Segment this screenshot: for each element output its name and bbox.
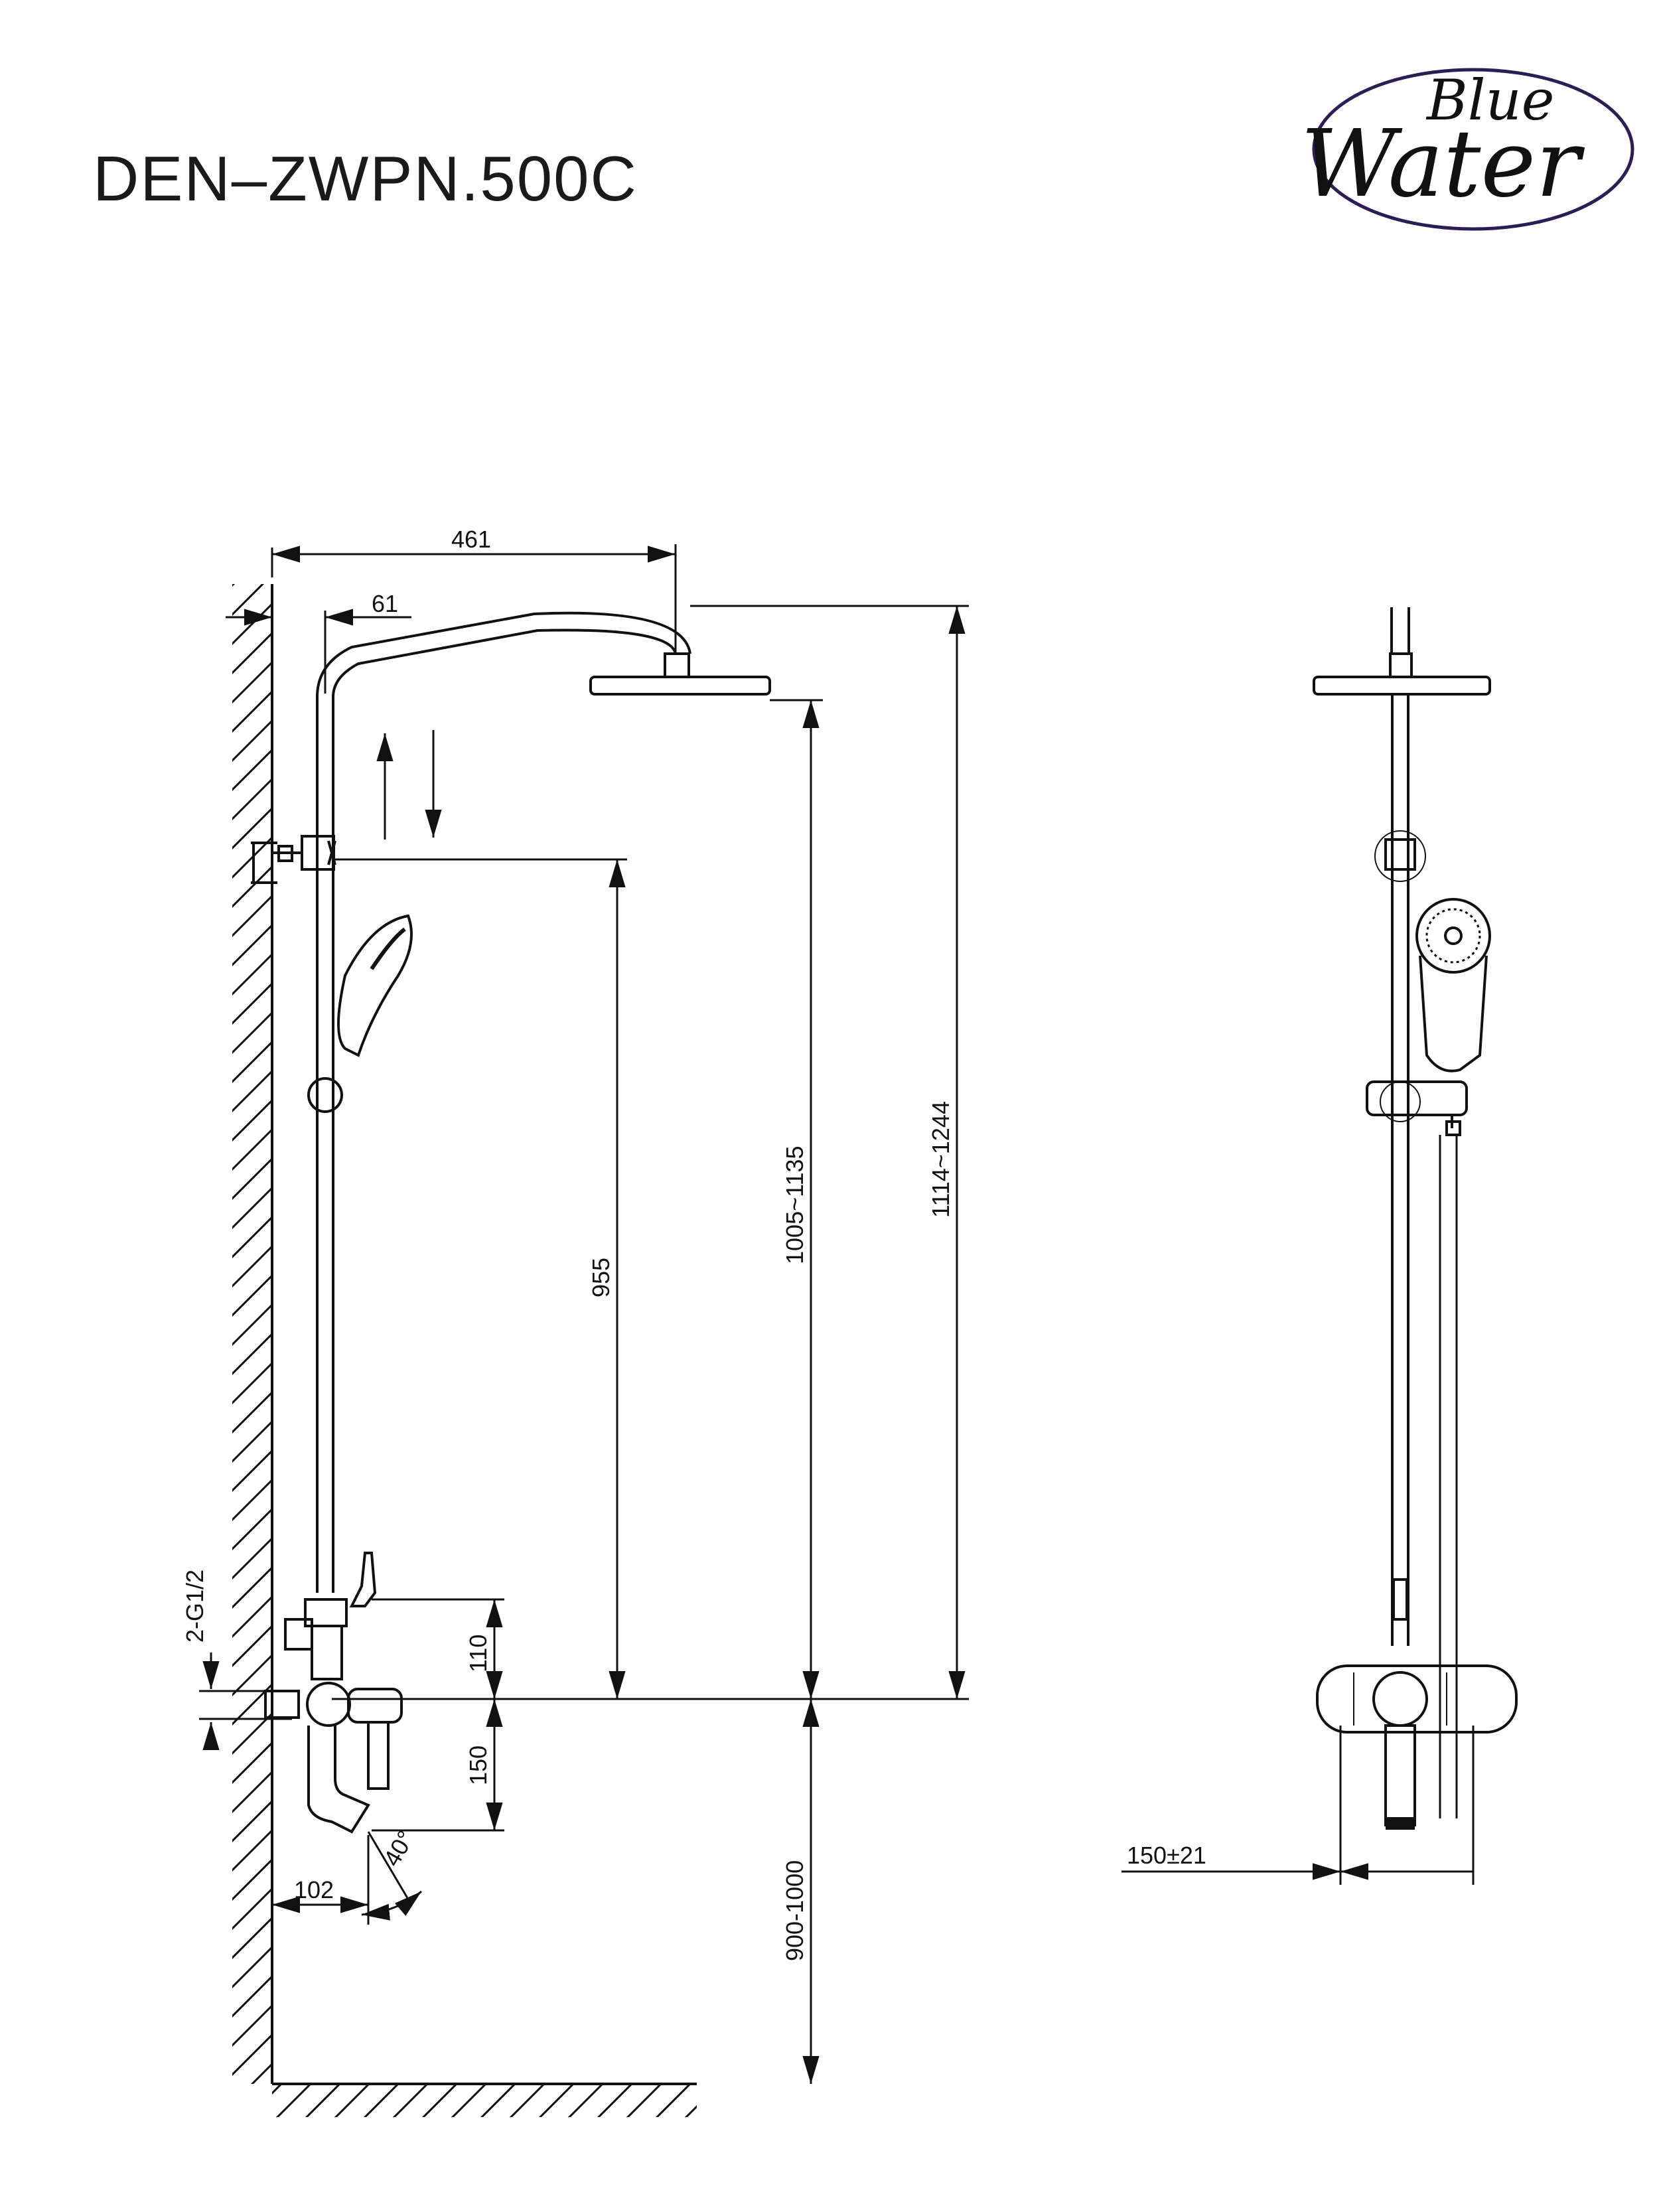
dim-150: 150 xyxy=(465,1745,492,1785)
inlet-top xyxy=(284,1618,313,1651)
front-diverter xyxy=(1392,1578,1408,1621)
dim-1114-1244: 1114~1244 xyxy=(927,1101,954,1218)
wall-hatch xyxy=(232,584,272,2084)
hand-shower-holder xyxy=(307,1077,343,1113)
head-connector xyxy=(664,652,690,678)
front-spout xyxy=(1384,1724,1416,1826)
front-hand-shower xyxy=(1415,898,1491,974)
bath-spout xyxy=(307,1726,370,1834)
logo-line2: Water xyxy=(1301,110,1585,218)
dim-inlet-spacing: 150±21 xyxy=(1127,1842,1206,1869)
front-dimensions xyxy=(1121,1726,1475,1885)
overhead-arm-outer xyxy=(316,611,691,698)
front-view xyxy=(1313,607,1518,1830)
floor-hatch xyxy=(272,2084,697,2117)
front-hand-handle xyxy=(1419,955,1488,1072)
side-view xyxy=(232,584,771,2117)
rain-shower-head xyxy=(589,676,771,696)
dim-461: 461 xyxy=(451,526,491,553)
overhead-arm-inner xyxy=(332,628,677,698)
mixer-cap xyxy=(347,1688,403,1724)
dim-1005-1135: 1005~1135 xyxy=(781,1145,808,1264)
dim-61: 61 xyxy=(372,590,398,617)
model-title: DEN–ZWPN.500C xyxy=(93,143,638,214)
dim-40-degrees: 40° xyxy=(378,1826,419,1871)
side-dimension-labels: 461 61 955 1005~1135 1114~1244 2-G1/2 11… xyxy=(181,526,954,1961)
hand-shower xyxy=(337,914,413,1057)
front-bracket xyxy=(1384,838,1416,871)
front-shower-head xyxy=(1313,676,1491,696)
logo-line1: Blue xyxy=(1425,68,1554,133)
dim-inlet-thread: 2-G1/2 xyxy=(181,1570,208,1643)
mixer-lever xyxy=(367,1721,390,1790)
front-head-connector xyxy=(1389,652,1413,678)
dim-955: 955 xyxy=(587,1258,614,1297)
diverter-lever xyxy=(349,1552,377,1607)
brand-logo: Blue Water xyxy=(1301,68,1634,231)
side-dimensions xyxy=(199,544,969,2084)
front-mixer xyxy=(1316,1664,1518,1733)
dim-900-1000: 900-1000 xyxy=(781,1860,808,1961)
front-holder xyxy=(1366,1080,1468,1116)
dim-110: 110 xyxy=(465,1635,492,1672)
mixer-body xyxy=(306,1682,351,1727)
dim-102: 102 xyxy=(294,1876,334,1903)
